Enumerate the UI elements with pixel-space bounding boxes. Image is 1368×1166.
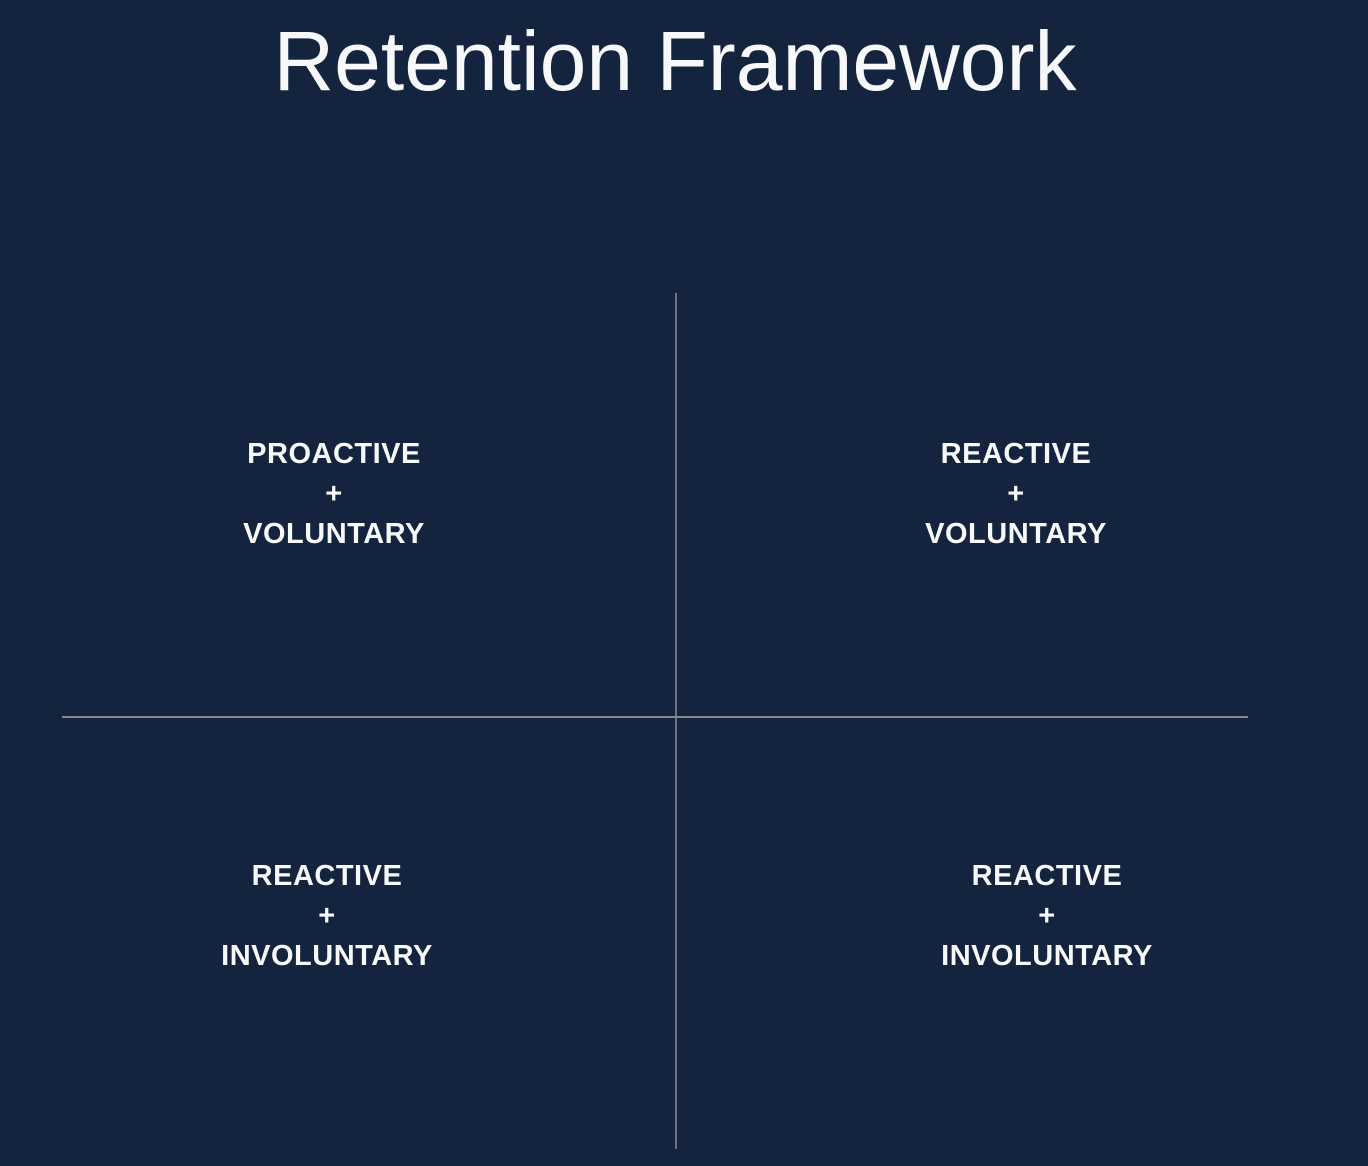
quadrant-label-line-1: REACTIVE xyxy=(940,438,1092,470)
quadrant-label-top-left: PROACTIVE + VOLUNTARY xyxy=(124,434,544,554)
quadrant-label-line-1: REACTIVE xyxy=(251,860,403,892)
quadrant-horizontal-axis-line xyxy=(62,716,1248,718)
quadrant-label-line-1: REACTIVE xyxy=(971,860,1123,892)
quadrant-vertical-axis-line xyxy=(675,293,677,1149)
quadrant-label-bottom-left: REACTIVE + INVOLUNTARY xyxy=(117,856,537,976)
quadrant-label-line-2: VOLUNTARY xyxy=(925,518,1107,550)
quadrant-label-line-2: INVOLUNTARY xyxy=(941,940,1153,972)
quadrant-label-line-2: VOLUNTARY xyxy=(243,518,425,550)
quadrant-label-line-1: PROACTIVE xyxy=(247,438,421,470)
quadrant-label-line-2: INVOLUNTARY xyxy=(221,940,433,972)
plus-separator: + xyxy=(1038,900,1056,932)
plus-separator: + xyxy=(1007,478,1025,510)
quadrant-label-bottom-right: REACTIVE + INVOLUNTARY xyxy=(837,856,1257,976)
plus-separator: + xyxy=(318,900,336,932)
slide-title: Retention Framework xyxy=(273,14,1077,108)
plus-separator: + xyxy=(325,478,343,510)
quadrant-label-top-right: REACTIVE + VOLUNTARY xyxy=(806,434,1226,554)
